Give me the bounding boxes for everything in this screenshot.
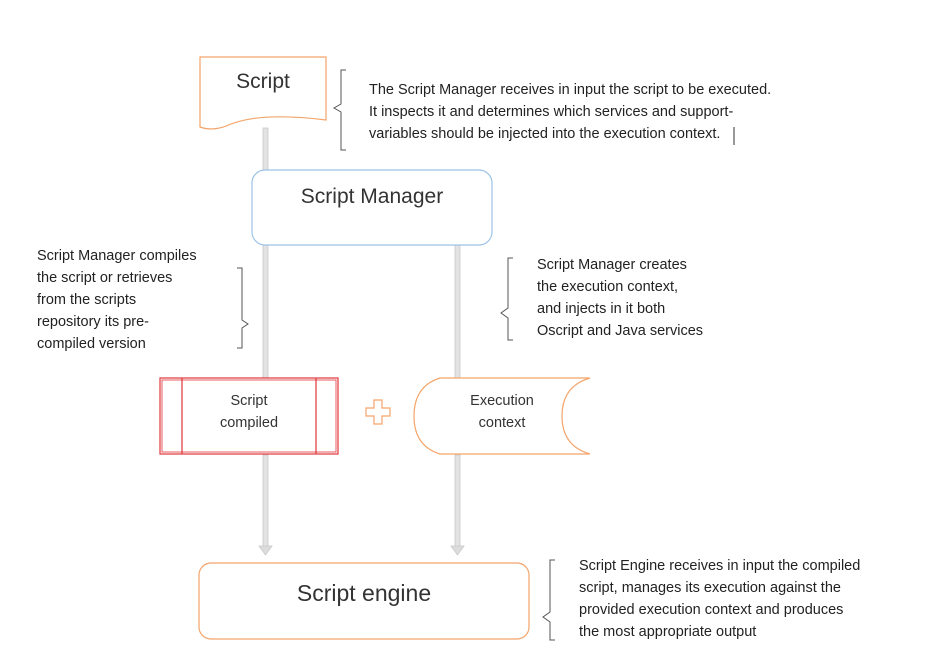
note-line: script, manages its execution against th… xyxy=(579,580,841,596)
bracket-top xyxy=(332,69,346,151)
script-compiled-shape xyxy=(159,377,339,455)
connector-manager-to-context xyxy=(454,244,461,379)
note-manager-input: The Script Manager receives in input the… xyxy=(369,79,771,145)
script-manager-label: Script Manager xyxy=(300,185,444,208)
script-label: Script xyxy=(236,70,290,93)
note-manager-creates: Script Manager creates the execution con… xyxy=(537,254,703,342)
note-line: the most appropriate output xyxy=(579,624,757,640)
script-engine-box xyxy=(198,562,530,640)
note-line: the execution context, xyxy=(537,279,679,295)
execution-context-label: Execution context xyxy=(440,390,564,434)
note-line: Script Engine receives in input the comp… xyxy=(579,558,861,574)
note-line: variables should be injected into the ex… xyxy=(369,126,721,142)
execution-context-shape xyxy=(413,377,591,455)
note-line: the script or retrieves xyxy=(37,270,173,286)
note-line: compiled version xyxy=(37,336,146,352)
bracket-engine xyxy=(542,559,555,641)
arrow-compiled-to-engine xyxy=(258,454,273,556)
note-line: from the scripts xyxy=(37,292,137,308)
script-document-shape xyxy=(199,56,327,130)
note-line: Script Manager creates xyxy=(537,257,687,273)
note-line: and injects in it both xyxy=(537,301,666,317)
note-line: Oscript and Java services xyxy=(537,323,704,339)
script-compiled-line: Script xyxy=(230,393,268,409)
note-line: provided execution context and produces xyxy=(579,602,844,618)
connector-manager-to-compiled xyxy=(262,244,269,379)
bracket-right xyxy=(500,257,513,341)
script-manager-box xyxy=(251,169,493,246)
note-line: The Script Manager receives in input the… xyxy=(369,82,772,98)
bracket-left xyxy=(237,267,249,349)
script-engine-label: Script engine xyxy=(296,580,432,606)
script-compiled-line: compiled xyxy=(219,415,279,431)
execution-context-line: Execution xyxy=(470,393,534,409)
arrow-context-to-engine xyxy=(450,454,465,556)
execution-context-line: context xyxy=(478,415,526,431)
connector-script-to-manager xyxy=(262,127,269,171)
note-line: Script Manager compiles xyxy=(37,248,197,264)
note-line: repository its pre- xyxy=(37,314,150,330)
note-engine-receives: Script Engine receives in input the comp… xyxy=(579,555,860,643)
note-manager-compiles: Script Manager compiles the script or re… xyxy=(37,245,197,355)
plus-icon xyxy=(365,399,391,425)
note-line: It inspects it and determines which serv… xyxy=(369,104,734,120)
script-compiled-label: Script compiled xyxy=(182,390,316,434)
